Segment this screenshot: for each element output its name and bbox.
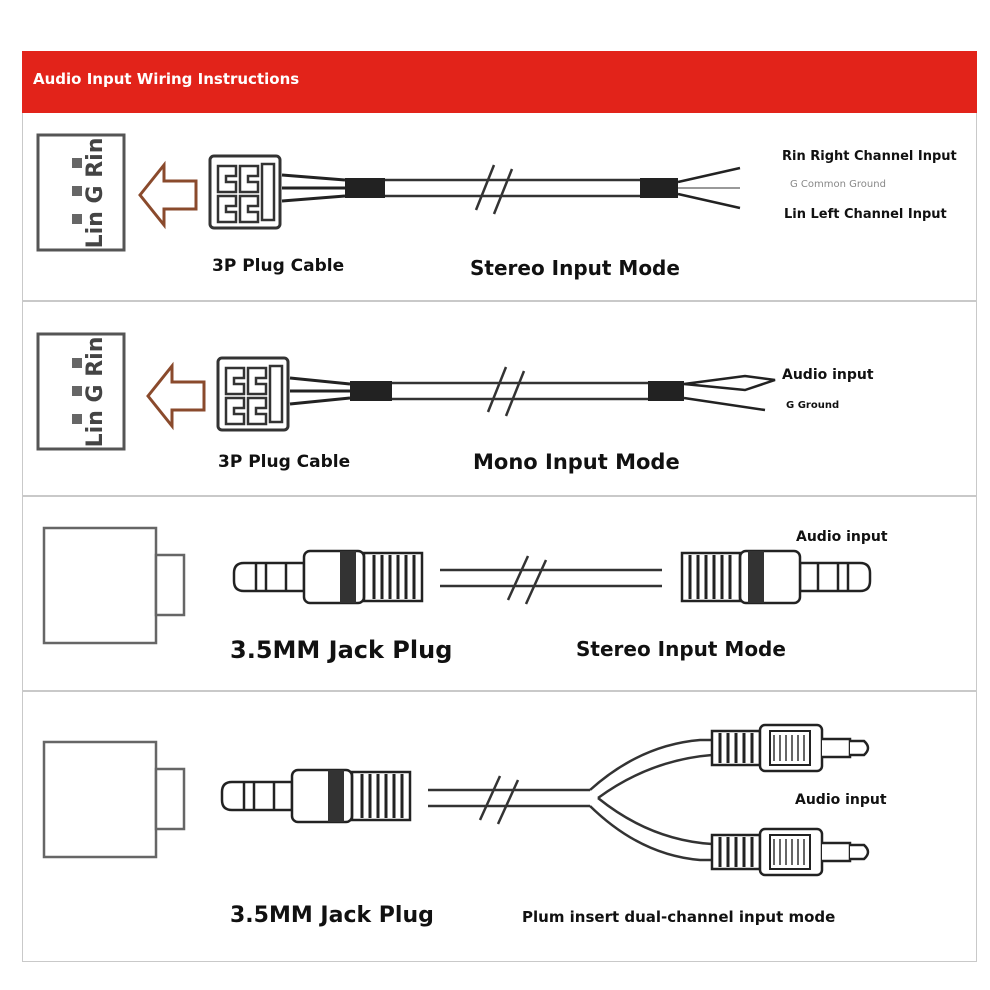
wire-label-audio: Audio input bbox=[782, 367, 874, 383]
pin-label-text: Lin G Rin bbox=[83, 337, 108, 448]
panel-divider bbox=[22, 690, 977, 692]
wire-label-rin: Rin Right Channel Input bbox=[782, 149, 957, 164]
mode-label: Mono Input Mode bbox=[473, 450, 680, 474]
wire-label-ground: G Ground bbox=[786, 400, 840, 411]
pin-dots bbox=[72, 158, 82, 224]
rca-plug-bottom bbox=[710, 827, 870, 877]
insert-arrow-icon bbox=[138, 163, 198, 227]
plug-label: 3.5MM Jack Plug bbox=[230, 636, 453, 664]
plug-3p bbox=[208, 154, 282, 230]
panel-divider bbox=[22, 495, 977, 497]
mode-label: Stereo Input Mode bbox=[470, 256, 680, 280]
insert-arrow-icon bbox=[146, 364, 206, 428]
wire-label-audio: Audio input bbox=[795, 792, 887, 808]
mode-label: Stereo Input Mode bbox=[576, 637, 786, 661]
jack-plug-left bbox=[232, 549, 424, 605]
panel-divider bbox=[22, 300, 977, 302]
plug-3p bbox=[216, 356, 290, 432]
cable-stereo-3p bbox=[281, 164, 741, 215]
rca-plug-top bbox=[710, 723, 870, 773]
plug-label: 3P Plug Cable bbox=[212, 256, 345, 276]
jack-socket bbox=[42, 740, 186, 859]
jack-plug-left bbox=[220, 768, 412, 824]
header-bar: Audio Input Wiring Instructions bbox=[22, 51, 977, 113]
pin-dots bbox=[72, 358, 82, 424]
mode-label: Plum insert dual-channel input mode bbox=[522, 908, 836, 926]
wire-label-ground: G Common Ground bbox=[790, 179, 886, 190]
cable-mono-3p bbox=[289, 366, 776, 417]
header-title: Audio Input Wiring Instructions bbox=[33, 70, 300, 88]
plug-label: 3P Plug Cable bbox=[218, 452, 351, 472]
pin-label-text: Lin G Rin bbox=[83, 138, 108, 249]
wire-label-audio: Audio input bbox=[796, 529, 888, 545]
wire-label-lin: Lin Left Channel Input bbox=[784, 207, 947, 222]
plug-label: 3.5MM Jack Plug bbox=[230, 903, 434, 928]
jack-plug-right bbox=[680, 549, 872, 605]
cable-y-split bbox=[428, 738, 713, 862]
cable-stereo-jack bbox=[440, 555, 662, 605]
jack-socket bbox=[42, 526, 186, 645]
